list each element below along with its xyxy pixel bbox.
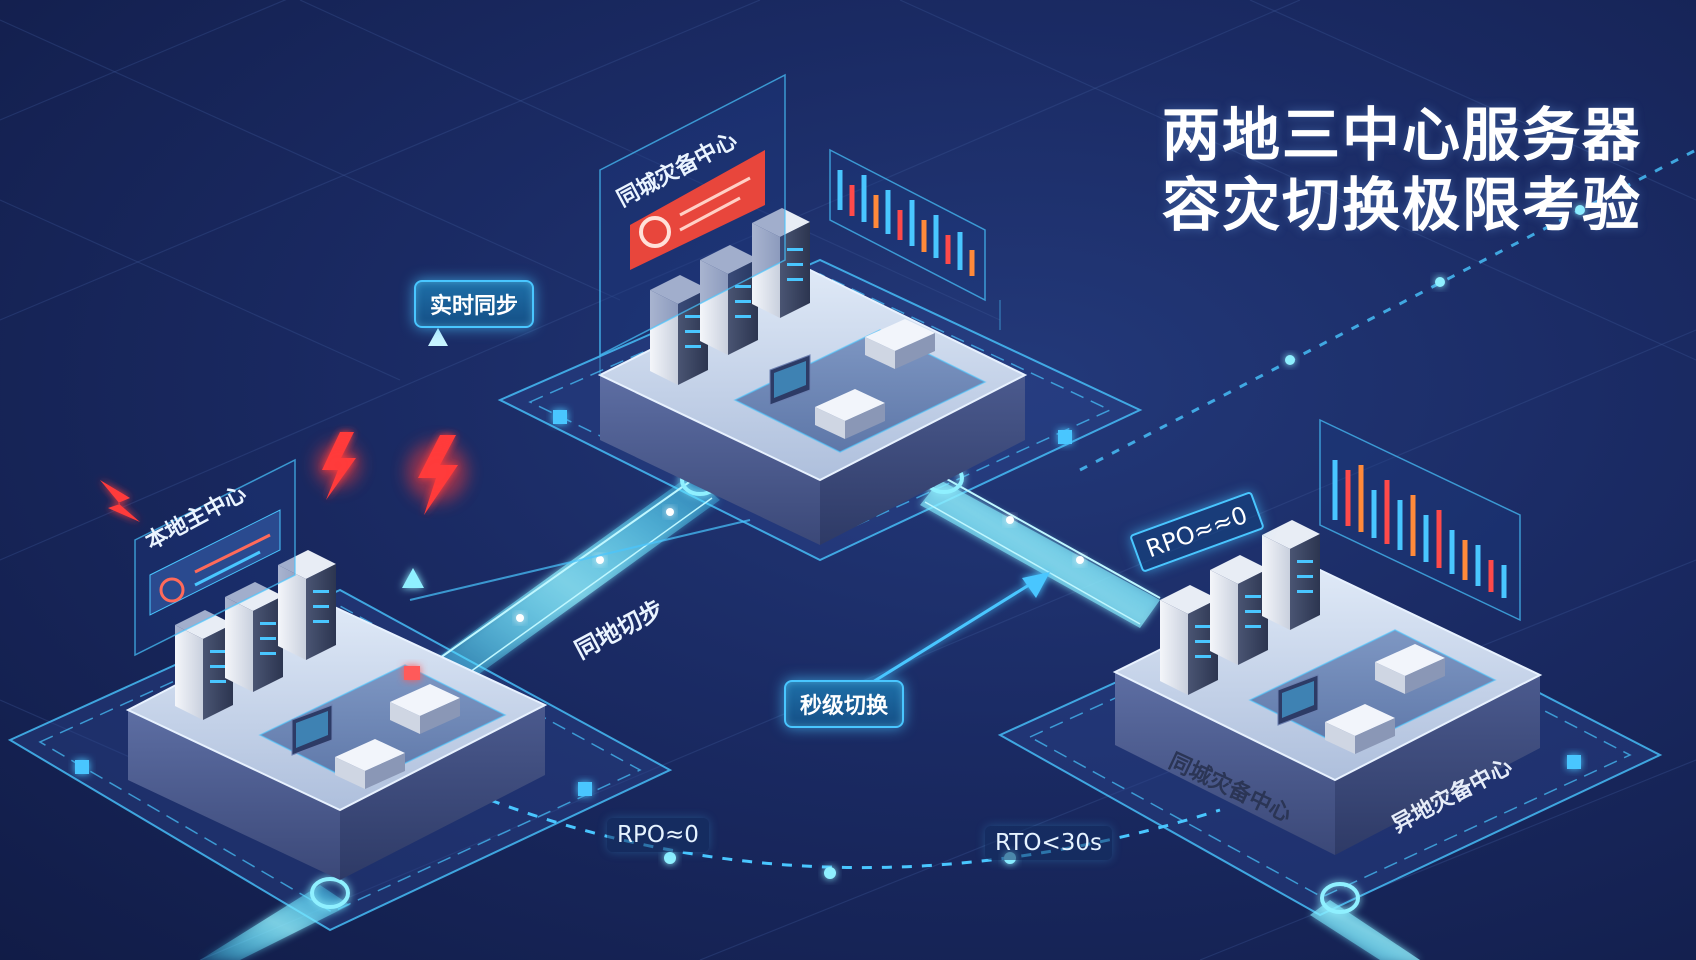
main-title: 两地三中心服务器 容灾切换极限考验 (1162, 100, 1642, 240)
second-switch-arrow (859, 572, 1050, 692)
lightning-glow (316, 442, 467, 502)
remote-link-dotted (1079, 148, 1696, 472)
title-line-1: 两地三中心服务器 (1161, 101, 1642, 169)
top-hologram-panel (599, 73, 786, 357)
right-server-racks (1160, 520, 1445, 754)
top-server-racks (650, 208, 935, 439)
data-beam-left-to-top (420, 464, 720, 695)
data-beam-top-to-right (920, 462, 1161, 628)
data-beam-bottom-left (200, 877, 350, 960)
data-beam-bottom-right (1310, 882, 1420, 960)
realtime-sync-tag: 实时同步 (414, 280, 535, 328)
left-server-racks (175, 550, 460, 789)
left-hologram-panel (134, 458, 296, 657)
rpo-bottom-label: RPO≈0 (607, 818, 709, 852)
title-line-2: 容灾切换极限考验 (1161, 171, 1642, 239)
second-switch-tag: 秒级切换 (784, 680, 905, 728)
sync-arrow-line (409, 519, 751, 601)
top-bar-chart-panel (829, 148, 986, 302)
right-bar-chart-panel (1319, 418, 1521, 622)
rto-bottom-label: RTO<30s (985, 826, 1112, 860)
